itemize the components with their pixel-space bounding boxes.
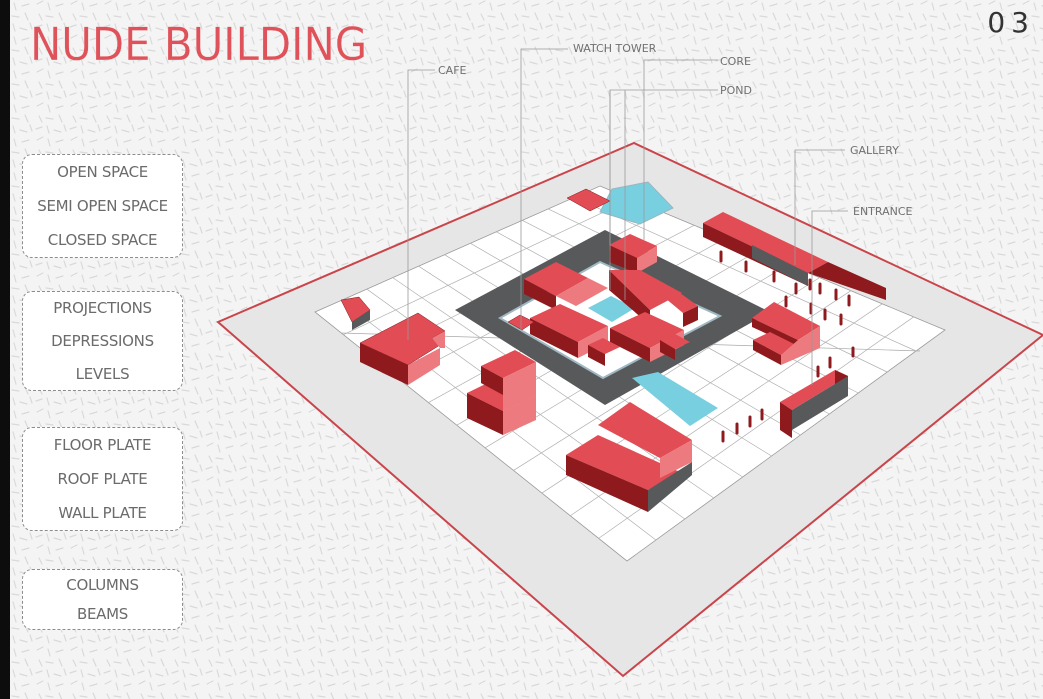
page-number: 03	[987, 6, 1035, 39]
legend-semi-open-space[interactable]: SEMI OPEN SPACE	[37, 197, 168, 215]
stepped-block-east	[752, 302, 820, 365]
legend-closed-space[interactable]: CLOSED SPACE	[47, 231, 158, 249]
stepped-block-west	[467, 350, 536, 435]
left-edge-bar	[0, 0, 10, 699]
legend-projections[interactable]: PROJECTIONS	[53, 299, 152, 318]
columns	[719, 250, 855, 443]
legend-wall-plate[interactable]: WALL PLATE	[58, 504, 147, 522]
callout-cafe: CAFE	[438, 64, 467, 77]
legend-open-space[interactable]: OPEN SPACE	[57, 163, 148, 181]
entrance-frame	[780, 370, 848, 438]
legend-beams[interactable]: BEAMS	[77, 605, 128, 624]
legend-roof-plate[interactable]: ROOF PLATE	[57, 470, 148, 488]
callout-core: CORE	[720, 55, 751, 68]
core-pond	[588, 296, 635, 322]
callout-watch-tower: WATCH TOWER	[573, 42, 657, 55]
legend-floor-plate[interactable]: FLOOR PLATE	[53, 436, 152, 454]
cafe-canopy-plate	[340, 296, 371, 330]
callout-gallery: GALLERY	[850, 144, 899, 157]
legend-group-levels: PROJECTIONS DEPRESSIONS LEVELS	[22, 291, 183, 391]
pond-lower	[632, 372, 718, 426]
legend-group-spaces: OPEN SPACE SEMI OPEN SPACE CLOSED SPACE	[22, 154, 183, 258]
gallery-block	[703, 212, 886, 300]
callout-entrance: ENTRANCE	[853, 205, 913, 218]
legend-group-structure: COLUMNS BEAMS	[22, 569, 183, 630]
page-title: NUDE BUILDING	[30, 18, 368, 71]
callout-pond: POND	[720, 84, 752, 97]
legend-levels[interactable]: LEVELS	[75, 364, 130, 383]
callout-leaders	[407, 48, 848, 385]
cafe-block	[359, 312, 446, 385]
legend-group-plates: FLOOR PLATE ROOF PLATE WALL PLATE	[22, 427, 183, 531]
stepped-block-south	[566, 402, 692, 512]
legend-columns[interactable]: COLUMNS	[66, 575, 139, 594]
legend-depressions[interactable]: DEPRESSIONS	[51, 331, 154, 350]
pond-top	[599, 181, 674, 225]
core-cluster	[507, 234, 698, 366]
